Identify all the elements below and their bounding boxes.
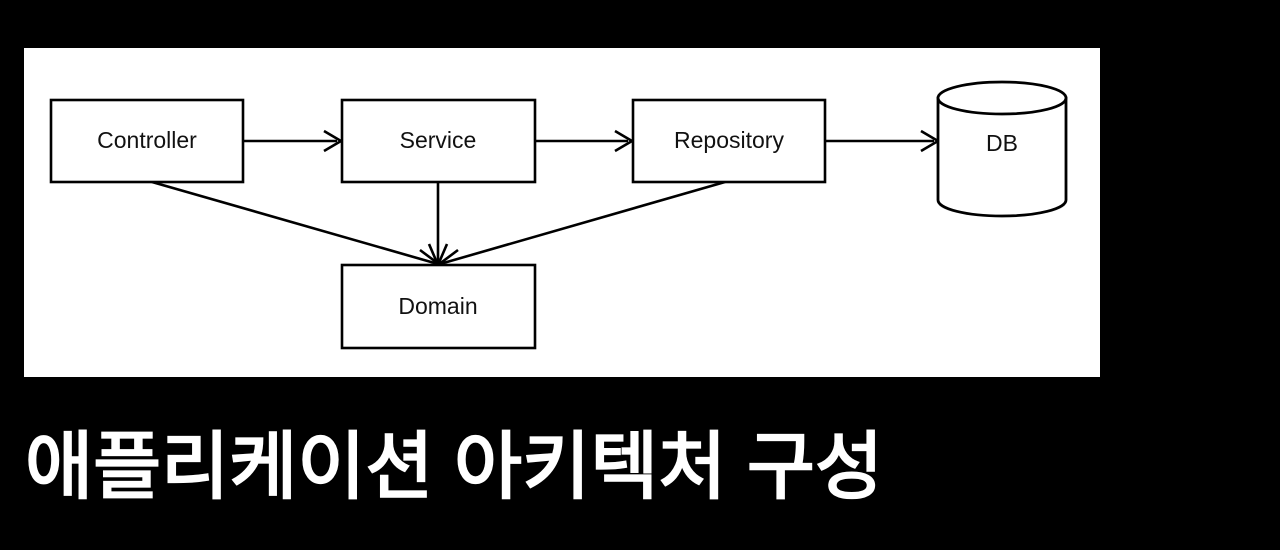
edge-repository-to-db bbox=[825, 129, 941, 153]
edge-repository-to-domain bbox=[434, 180, 726, 268]
slide-caption: 애플리케이션 아키텍처 구성 bbox=[25, 425, 884, 508]
architecture-diagram: Controller Service Repository DB bbox=[49, 80, 1068, 350]
node-db[interactable]: DB bbox=[936, 80, 1068, 218]
node-repository-label: Repository bbox=[674, 127, 784, 153]
node-controller-label: Controller bbox=[97, 127, 197, 153]
node-service-label: Service bbox=[400, 127, 477, 153]
node-domain-label: Domain bbox=[398, 293, 477, 319]
node-domain[interactable]: Domain bbox=[340, 263, 537, 350]
edge-controller-to-service bbox=[243, 129, 344, 153]
edge-service-to-domain bbox=[427, 182, 449, 269]
diagram-panel: Controller Service Repository DB bbox=[24, 48, 1100, 377]
node-db-label: DB bbox=[986, 130, 1018, 156]
edge-service-to-repository bbox=[535, 129, 635, 153]
edge-controller-to-domain bbox=[151, 180, 444, 268]
node-service[interactable]: Service bbox=[340, 98, 537, 184]
node-repository[interactable]: Repository bbox=[631, 98, 827, 184]
node-controller[interactable]: Controller bbox=[49, 98, 245, 184]
